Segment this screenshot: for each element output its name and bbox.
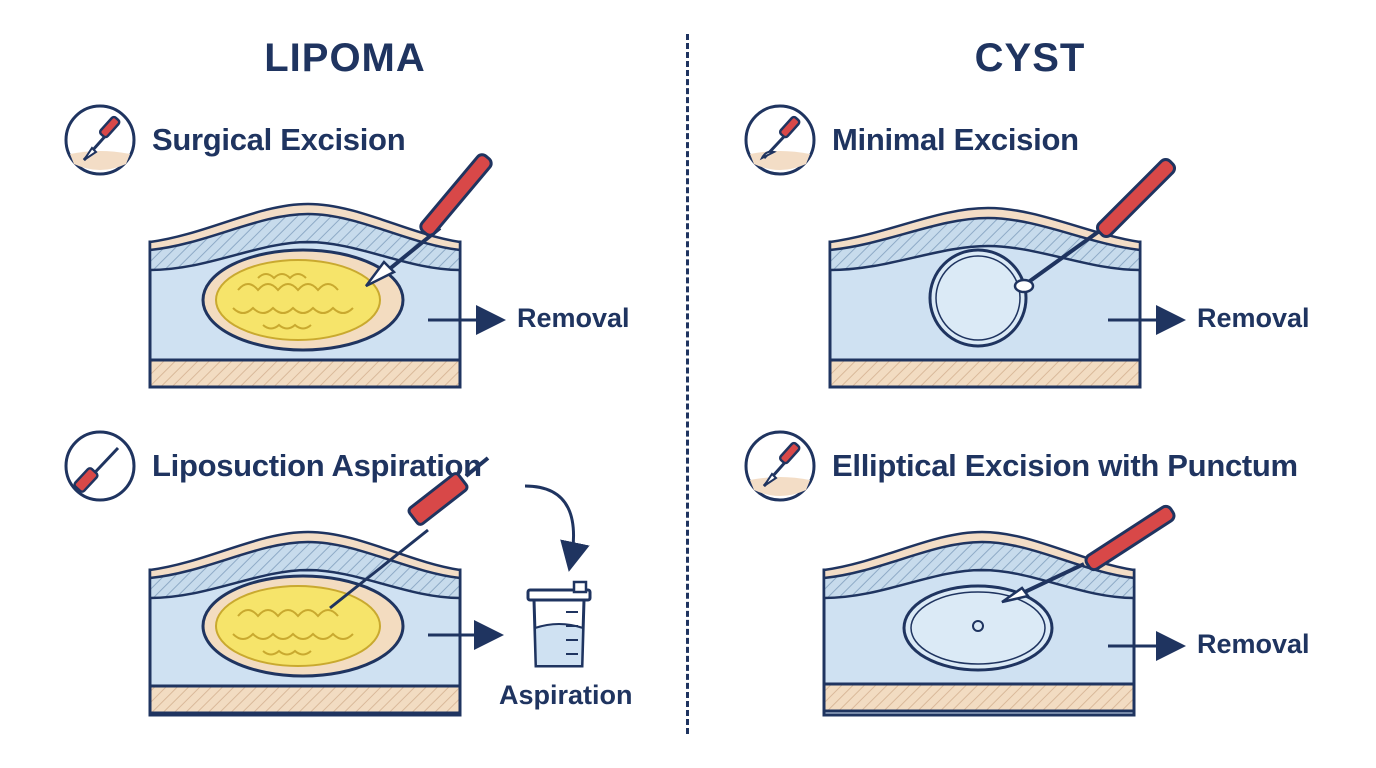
- removal-label: Removal: [1197, 629, 1310, 659]
- cyst-title: CYST: [974, 36, 1086, 80]
- scalpel-icon: [744, 430, 816, 502]
- method-label: Elliptical Excision with Punctum: [832, 448, 1298, 483]
- scalpel-icon: [64, 104, 136, 176]
- removal-label: Removal: [1197, 303, 1310, 333]
- skin-diagram-lipoma-excision: [148, 150, 493, 395]
- arrow-to-removal-1: [428, 305, 506, 335]
- curved-arrow-down: [524, 484, 590, 572]
- method-label: Minimal Excision: [832, 122, 1079, 157]
- aspiration-label: Aspiration: [499, 680, 633, 710]
- method-surgical-excision: Surgical Excision: [62, 102, 406, 178]
- skin-diagram-cyst-minimal: [828, 150, 1177, 395]
- lipoma-title: LIPOMA: [264, 36, 426, 80]
- skin-diagram-cyst-elliptical: [822, 478, 1176, 718]
- skin-diagram-lipoma-liposuction: [148, 456, 490, 718]
- scalpel-icon: [744, 104, 816, 176]
- method-label: Liposuction Aspiration: [152, 448, 482, 483]
- method-label: Surgical Excision: [152, 122, 406, 157]
- arrow-to-removal-3: [1108, 631, 1186, 661]
- method-elliptical-excision: Elliptical Excision with Punctum: [742, 428, 1298, 504]
- arrow-to-container: [428, 620, 504, 650]
- removal-label: Removal: [517, 303, 630, 333]
- arrow-to-removal-2: [1108, 305, 1186, 335]
- column-divider: [686, 34, 689, 734]
- syringe-icon: [64, 430, 136, 502]
- method-minimal-excision: Minimal Excision: [742, 102, 1079, 178]
- method-liposuction: Liposuction Aspiration: [62, 428, 482, 504]
- collection-jar-icon: [526, 580, 592, 668]
